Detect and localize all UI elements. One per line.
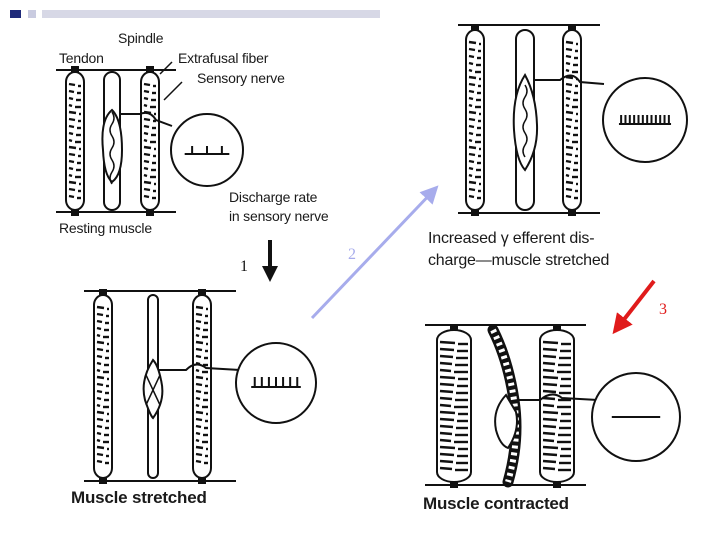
- extrafusal-fiber-left: [93, 289, 113, 484]
- panel-contracted: [425, 324, 681, 488]
- label-extrafusal-fiber: Extrafusal fiber: [178, 50, 269, 66]
- header-stripe: [42, 10, 380, 18]
- header-square-light: [28, 10, 36, 18]
- extrafusal-fiber-right: [539, 324, 575, 488]
- label-discharge-rate-2: in sensory nerve: [229, 208, 329, 224]
- pointer-extrafusal: [159, 61, 173, 75]
- extrafusal-fiber-right: [192, 289, 212, 484]
- extrafusal-fiber-left: [436, 324, 472, 488]
- discharge-meter-stretched: [235, 342, 317, 424]
- sensory-nerve-line: [518, 393, 599, 401]
- discharge-meter-contracted: [591, 372, 681, 462]
- label-spindle: Spindle: [118, 30, 164, 46]
- label-discharge-rate-1: Discharge rate: [229, 189, 318, 205]
- sensory-nerve-line: [534, 74, 605, 85]
- spindle: [512, 29, 539, 211]
- title-resting-muscle: Resting muscle: [59, 220, 152, 236]
- discharge-meter-resting: [170, 113, 244, 187]
- spindle: [142, 294, 164, 479]
- title-muscle-stretched: Muscle stretched: [71, 488, 207, 507]
- pointer-sensory: [163, 81, 183, 101]
- step-arrow-2: [310, 185, 439, 320]
- step-label-2: 2: [348, 246, 356, 263]
- step-arrow-1: [262, 240, 278, 282]
- spindle: [101, 71, 124, 211]
- panel-stretched: [84, 289, 317, 484]
- header-bar: [10, 10, 380, 18]
- panel-gamma: [458, 24, 688, 216]
- step-label-1: 1: [240, 258, 248, 275]
- extrafusal-fiber-left: [65, 66, 85, 216]
- panel-resting: [56, 61, 244, 216]
- label-sensory-nerve: Sensory nerve: [197, 70, 285, 86]
- extrafusal-fiber-right: [562, 24, 582, 216]
- step-arrow-3: [612, 279, 656, 335]
- title-gamma-line1: Increased γ efferent dis-: [428, 230, 595, 247]
- extrafusal-fiber-left: [465, 24, 485, 216]
- header-square-dark: [10, 10, 21, 18]
- title-gamma-line2: charge—muscle stretched: [428, 252, 610, 269]
- label-tendon: Tendon: [59, 50, 104, 66]
- discharge-meter-gamma: [602, 77, 688, 163]
- spindle: [487, 324, 522, 488]
- sensory-nerve-line: [120, 111, 173, 127]
- sensory-nerve-line: [158, 363, 241, 371]
- title-muscle-contracted: Muscle contracted: [423, 494, 569, 513]
- step-label-3: 3: [659, 301, 667, 318]
- extrafusal-fiber-right: [140, 66, 160, 216]
